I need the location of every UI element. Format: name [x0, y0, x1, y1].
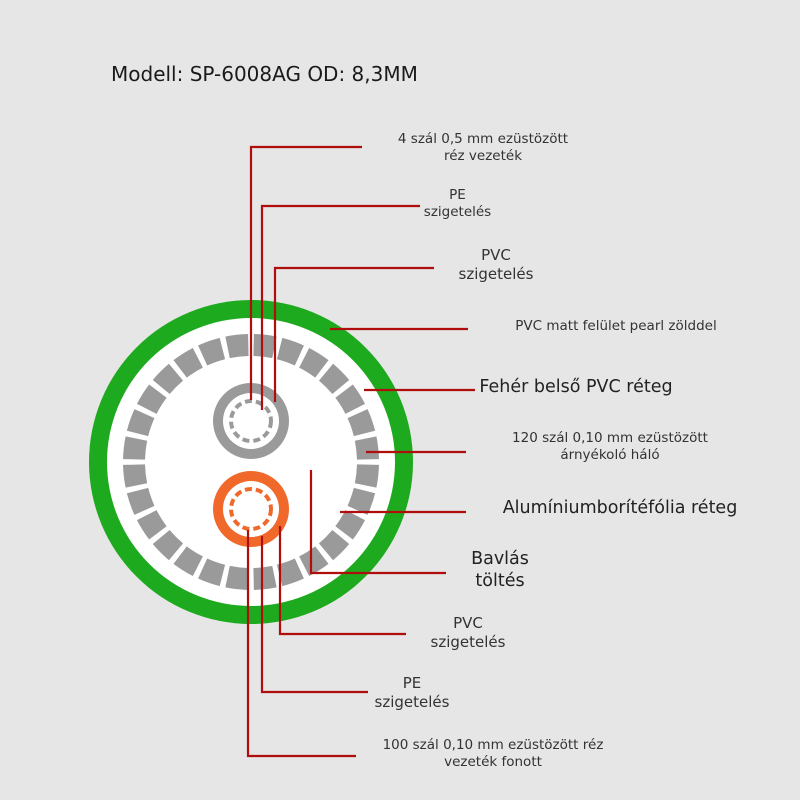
braid-segment	[347, 409, 376, 437]
braid-segment	[198, 337, 226, 366]
leader-pvc-bottom	[278, 526, 406, 636]
braid-shield-ring	[123, 334, 379, 590]
leader-filler	[309, 470, 446, 575]
label-conductor-top: 4 szál 0,5 mm ezüstözött réz vezeték	[397, 131, 569, 164]
braid-segment	[253, 565, 277, 590]
braid-segment	[335, 384, 366, 414]
label-conductor-bottom: 100 szál 0,10 mm ezüstözött réz vezeték …	[382, 737, 604, 770]
braid-segment	[354, 464, 379, 488]
top-core	[213, 383, 289, 459]
leader-conductor-top	[249, 145, 362, 400]
label-foil: Alumíniumborítéfólia réteg	[502, 498, 738, 518]
label-pvc-top: PVC szigetelés	[458, 246, 534, 283]
braid-segment	[198, 558, 226, 587]
braid-segment	[276, 558, 304, 587]
label-outer-jacket: PVC matt felület pearl zölddel	[515, 318, 717, 334]
braid-segment	[318, 363, 350, 395]
braid-segment	[126, 409, 155, 437]
braid-segment	[136, 510, 167, 540]
braid-segment	[173, 347, 203, 378]
label-pvc-bottom: PVC szigetelés	[430, 614, 506, 651]
label-braid-shield: 120 szál 0,10 mm ezüstözött árnyékoló há…	[512, 430, 708, 463]
white-inner-layer	[107, 318, 395, 606]
braid-segment	[123, 464, 148, 488]
bottom-core	[213, 471, 289, 547]
braid-segment	[126, 487, 155, 515]
braid-segment	[253, 334, 277, 359]
label-white-inner: Fehér belső PVC réteg	[479, 377, 673, 397]
braid-segment	[152, 529, 184, 561]
braid-segment	[123, 436, 148, 460]
braid-segment	[347, 487, 376, 515]
label-pe-bottom: PE szigetelés	[374, 674, 450, 711]
leader-pvc-top	[273, 266, 434, 402]
braid-segment	[354, 436, 379, 460]
braid-segment	[299, 347, 329, 378]
label-pe-top: PE szigetelés	[423, 187, 492, 220]
braid-segment	[225, 334, 249, 359]
braid-segment	[335, 510, 366, 540]
braid-segment	[173, 546, 203, 577]
model-title: Modell: SP-6008AG OD: 8,3MM	[111, 62, 418, 86]
label-filler: Bavlás töltés	[471, 549, 529, 591]
braid-segment	[225, 565, 249, 590]
braid-segment	[136, 384, 167, 414]
braid-segment	[318, 529, 350, 561]
leader-pe-bottom	[260, 536, 368, 694]
leader-lines	[246, 145, 475, 758]
leader-pe-top	[260, 204, 420, 410]
leader-conductor-bottom	[246, 530, 356, 758]
braid-segment	[152, 363, 184, 395]
braid-segment	[276, 337, 304, 366]
braid-segment	[299, 546, 329, 577]
